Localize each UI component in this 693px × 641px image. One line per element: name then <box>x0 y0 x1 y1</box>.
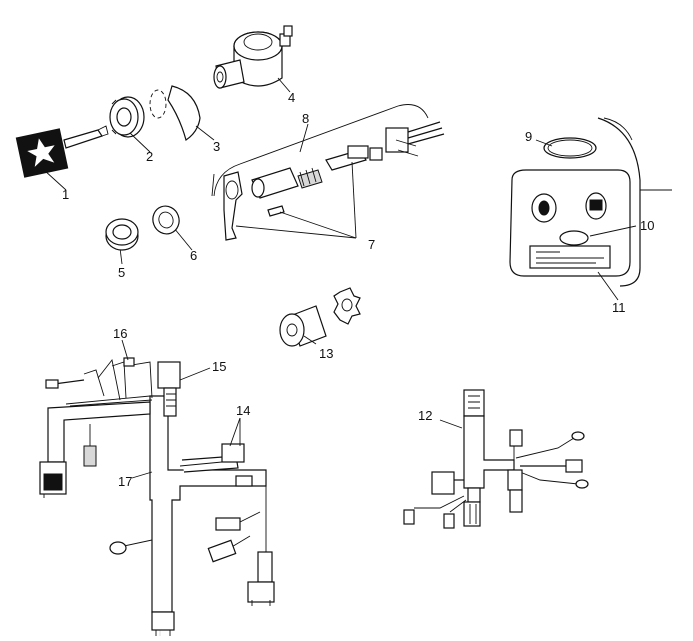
spacer-part <box>149 85 201 141</box>
leaders-7-8 <box>235 123 357 239</box>
dash-panel <box>509 117 672 287</box>
callout-11: 11 <box>612 300 626 315</box>
callout-7: 7 <box>368 237 375 252</box>
switch-assembly-group <box>211 104 445 241</box>
callout-17: 17 <box>118 474 132 489</box>
callout-12: 12 <box>418 408 432 423</box>
main-wiring-harness <box>39 357 275 636</box>
callout-15: 15 <box>212 359 226 374</box>
secondary-wiring-harness <box>403 389 589 529</box>
callout-14: 14 <box>236 403 250 418</box>
callout-10: 10 <box>640 218 654 233</box>
ignition-switch-part <box>213 25 293 89</box>
callout-16: 16 <box>113 326 127 341</box>
lamp-socket-part <box>279 287 361 347</box>
washer-part <box>152 205 180 235</box>
leaders-9-11 <box>535 139 637 301</box>
leaders-14-17 <box>121 339 241 479</box>
callout-6: 6 <box>190 248 197 263</box>
callout-4: 4 <box>288 90 295 105</box>
callout-1: 1 <box>62 187 69 202</box>
callout-3: 3 <box>213 139 220 154</box>
callout-8: 8 <box>302 111 309 126</box>
callout-9: 9 <box>525 129 532 144</box>
key-part <box>15 125 109 178</box>
callout-labels: 1 2 3 4 5 6 7 8 9 10 11 12 13 14 15 16 1… <box>62 90 654 489</box>
ring-nut-part <box>105 218 139 251</box>
nut-part <box>109 96 145 138</box>
callout-5: 5 <box>118 265 125 280</box>
callout-2: 2 <box>146 149 153 164</box>
callout-13: 13 <box>319 346 333 361</box>
leaders-upper-left <box>43 77 291 265</box>
